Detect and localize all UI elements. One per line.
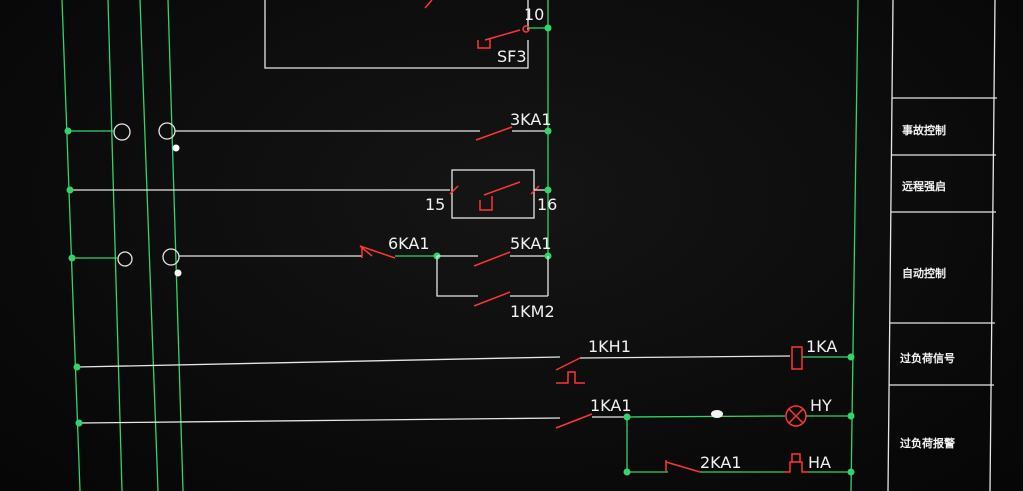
terminal-15-label: 15 [425, 195, 445, 214]
coil-1ka-label: 1KA [806, 337, 837, 356]
terminal-16-label: 16 [537, 195, 557, 214]
side-label-accident-control: 事故控制 [902, 123, 946, 137]
contact-1ka1-label: 1KA1 [590, 396, 632, 415]
side-title-column [887, 0, 997, 491]
sf3-label: SF3 [497, 47, 527, 66]
contact-5ka1-label: 5KA1 [510, 234, 552, 253]
contact-2ka1-label: 2KA1 [700, 453, 742, 472]
row-overload-alarm [75, 405, 855, 476]
lamp-hy-label: HY [810, 396, 832, 415]
side-label-auto-control: 自动控制 [902, 266, 946, 280]
contact-3ka1-label: 3KA1 [510, 110, 552, 129]
contact-1km2-label: 1KM2 [510, 302, 555, 321]
side-label-remote-start: 远程强启 [902, 179, 946, 193]
horn-ha-label: HA [808, 453, 831, 472]
contact-1kh1-label: 1KH1 [588, 337, 631, 356]
side-label-overload-signal: 过负荷信号 [900, 351, 955, 365]
row-remote-start [66, 169, 552, 219]
left-bus-lines [61, 0, 184, 491]
row-overload-signal [73, 346, 855, 384]
sf3-box [264, 0, 552, 69]
side-label-overload-alarm: 过负荷报警 [900, 436, 955, 450]
terminal-10-label: 10 [524, 5, 544, 24]
row-auto-control [68, 245, 552, 307]
contact-6ka1-label: 6KA1 [388, 234, 430, 253]
row-3ka1 [64, 122, 552, 152]
